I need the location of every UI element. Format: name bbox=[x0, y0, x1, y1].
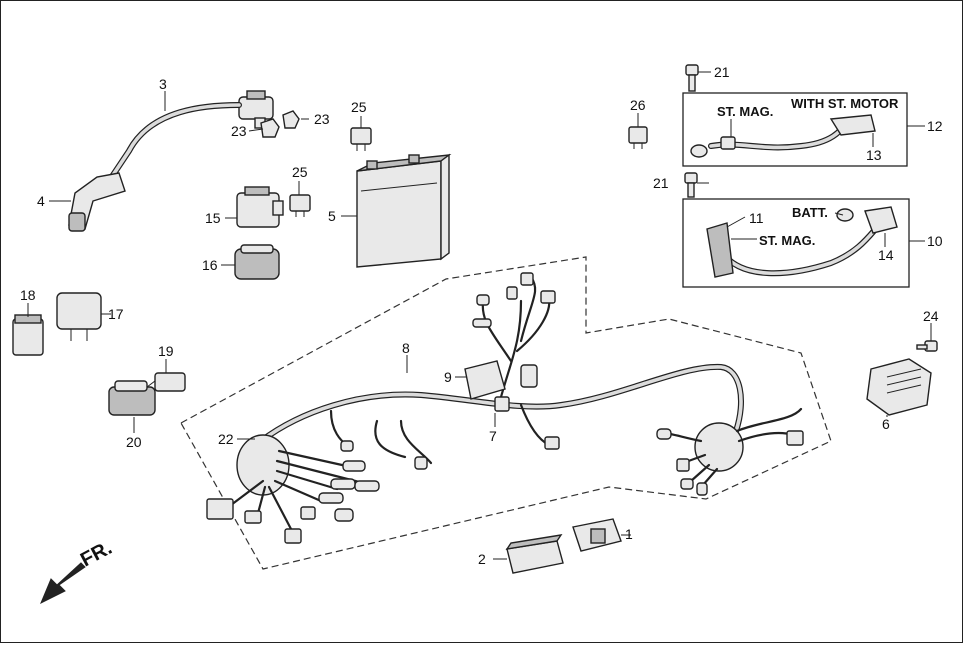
callout-1: 1 bbox=[625, 526, 633, 542]
part-switch-20 bbox=[108, 380, 156, 416]
cable-labels: WITH ST. MOTOR ST. MAG. BATT. ST. MAG. bbox=[717, 96, 899, 248]
callout-2: 2 bbox=[478, 551, 486, 567]
callout-25-top: 25 bbox=[351, 99, 367, 115]
callout-25-middle: 25 bbox=[292, 164, 308, 180]
harness-outline bbox=[180, 256, 832, 570]
callout-10: 10 bbox=[927, 233, 943, 249]
part-fuse-26 bbox=[628, 126, 648, 149]
callout-14: 14 bbox=[878, 247, 894, 263]
callout-17: 17 bbox=[108, 306, 124, 322]
callout-13: 13 bbox=[866, 147, 882, 163]
part-nut-23b bbox=[282, 110, 300, 129]
part-bolt-21b bbox=[684, 172, 698, 198]
callout-12: 12 bbox=[927, 118, 943, 134]
part-connector-2 bbox=[505, 534, 564, 574]
callout-numbers: 1 2 3 4 5 6 7 8 9 10 11 12 13 14 15 16 1… bbox=[20, 64, 943, 567]
part-relay-cover bbox=[234, 244, 280, 280]
callout-23-left: 23 bbox=[231, 123, 247, 139]
arrow-down-left-icon bbox=[40, 562, 86, 605]
part-connector-1 bbox=[572, 518, 622, 552]
callout-4: 4 bbox=[37, 193, 45, 209]
part-main-harness bbox=[206, 272, 804, 544]
callout-21-top: 21 bbox=[714, 64, 730, 80]
callout-23-right: 23 bbox=[314, 111, 330, 127]
callout-9: 9 bbox=[444, 369, 452, 385]
callout-19: 19 bbox=[158, 343, 174, 359]
callout-5: 5 bbox=[328, 208, 336, 224]
label-with-st-motor: WITH ST. MOTOR bbox=[791, 96, 899, 111]
callout-7: 7 bbox=[489, 428, 497, 444]
part-fuse-25a bbox=[350, 127, 372, 151]
box-starter-cable bbox=[682, 92, 908, 167]
callout-24: 24 bbox=[923, 308, 939, 324]
part-resistor-19 bbox=[146, 372, 186, 392]
callout-16: 16 bbox=[202, 257, 218, 273]
callout-11: 11 bbox=[749, 210, 764, 226]
callout-20: 20 bbox=[126, 434, 142, 450]
part-starter-relay bbox=[236, 186, 284, 228]
callout-8: 8 bbox=[402, 340, 410, 356]
box-battery-cable bbox=[682, 198, 910, 288]
part-regulator-rectifier bbox=[866, 358, 932, 416]
callout-15: 15 bbox=[205, 210, 221, 226]
callout-18: 18 bbox=[20, 287, 36, 303]
callout-26: 26 bbox=[630, 97, 646, 113]
label-batt: BATT. bbox=[792, 205, 828, 220]
part-nut-23a bbox=[260, 118, 280, 138]
part-battery-cable bbox=[706, 206, 898, 278]
part-spark-plug-cap bbox=[68, 172, 126, 232]
front-direction-indicator: FR. bbox=[40, 537, 116, 605]
callout-6: 6 bbox=[882, 416, 890, 432]
label-st-mag-top: ST. MAG. bbox=[717, 104, 773, 119]
part-fuse-25b bbox=[289, 194, 311, 217]
part-bolt-24 bbox=[916, 340, 938, 352]
callout-3: 3 bbox=[159, 76, 167, 92]
part-starter-cable bbox=[690, 114, 876, 158]
part-battery bbox=[356, 153, 452, 268]
part-flasher-unit bbox=[56, 292, 102, 341]
callout-22: 22 bbox=[218, 431, 234, 447]
callout-21-middle: 21 bbox=[653, 175, 669, 191]
label-st-mag-bottom: ST. MAG. bbox=[759, 233, 815, 248]
part-high-tension-lead bbox=[106, 102, 242, 184]
part-bolt-21a bbox=[685, 64, 699, 92]
part-cdi-unit bbox=[12, 314, 44, 356]
leader-lines bbox=[27, 71, 932, 560]
part-ignition-coil bbox=[238, 90, 274, 129]
